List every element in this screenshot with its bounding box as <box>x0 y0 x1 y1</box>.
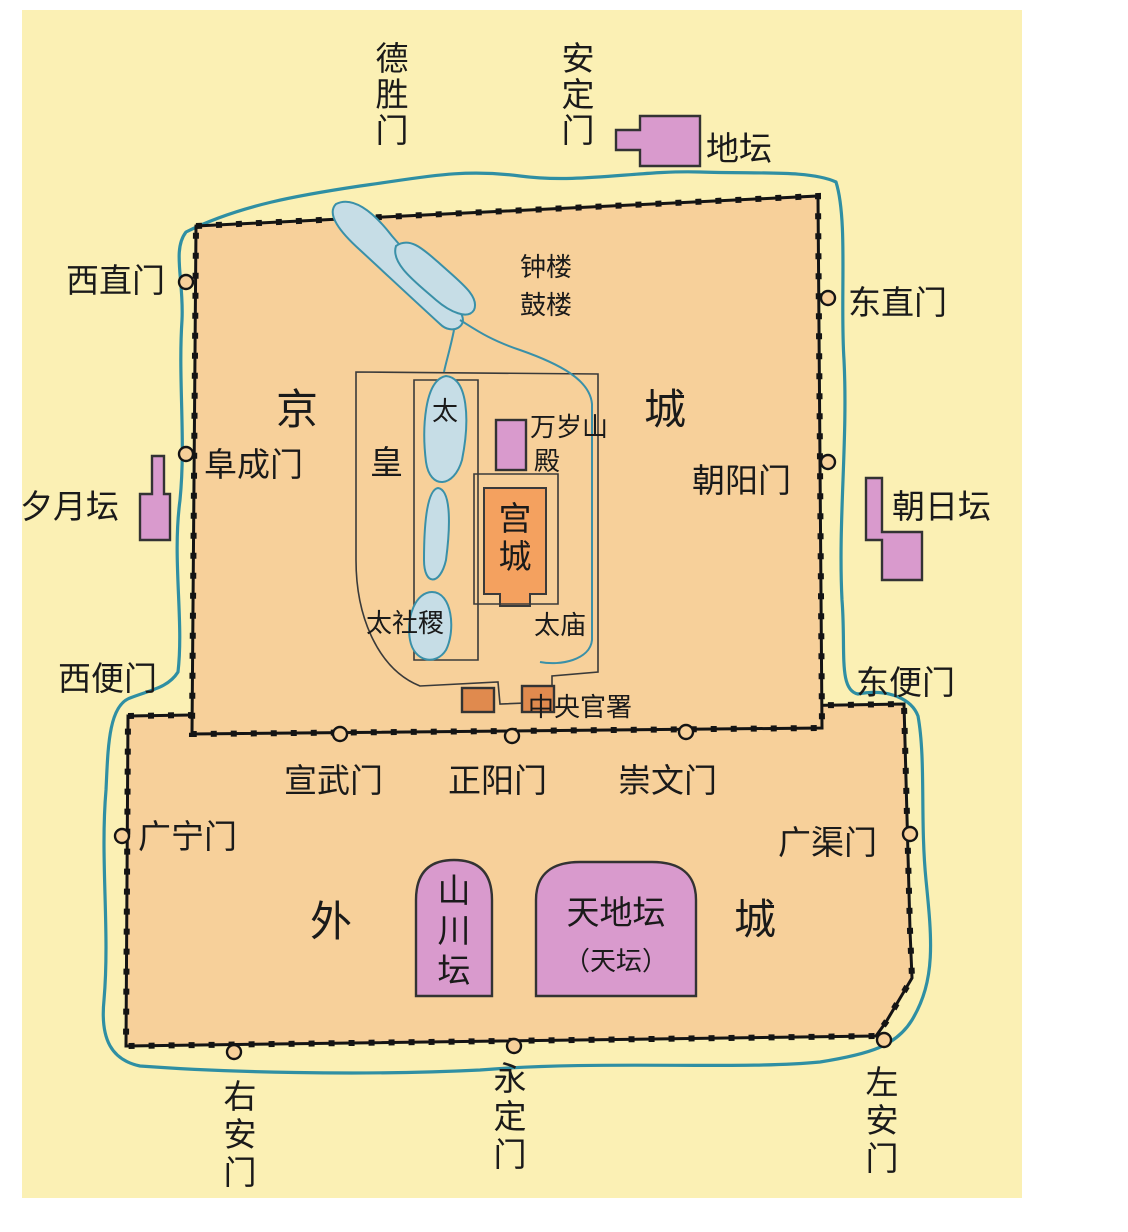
taishetan-label: 太社稷 <box>366 609 444 639</box>
inner-city-label-right: 城 <box>644 385 686 434</box>
taiye-label: 太 <box>432 397 458 427</box>
canal-river <box>459 319 593 665</box>
central-offices-marker <box>460 686 496 714</box>
tianditan-altar <box>534 860 698 998</box>
gate-marker <box>177 273 195 291</box>
ditan-altar <box>614 114 702 168</box>
dongzhimen-label: 东直门 <box>848 283 947 322</box>
youanmen-label: 右安门 <box>224 1077 257 1192</box>
drum-tower-label: 鼓楼 <box>520 291 572 321</box>
xiyuetan-label: 夕月坛 <box>20 487 119 526</box>
houhai-lake <box>394 241 477 316</box>
wansui-hill-label: 万岁山 <box>530 413 608 443</box>
south-sea-lake <box>408 590 453 661</box>
andingmen-label: 安定门 <box>562 39 595 150</box>
gate-marker <box>677 723 695 741</box>
central-offices-label: 中央官署 <box>528 693 632 723</box>
inner-city-label-left: 京 <box>276 385 318 434</box>
palace-city-label: 宫城 <box>499 499 532 576</box>
guangningmen-label: 广宁门 <box>138 817 237 856</box>
inner-channel <box>443 329 455 373</box>
bell-tower-label: 钟楼 <box>520 253 572 283</box>
gate-marker <box>901 825 919 843</box>
gate-marker <box>113 827 131 845</box>
gate-marker <box>331 725 349 743</box>
outer-city-label-right: 城 <box>734 895 776 944</box>
ditan-label: 地坛 <box>706 129 772 168</box>
gate-marker <box>225 1043 243 1061</box>
fuchengmen-label: 阜成门 <box>204 445 303 484</box>
zuoanmen-label: 左安门 <box>866 1063 899 1178</box>
palace-surround <box>473 473 559 605</box>
dongbianmen-label: 东便门 <box>856 663 955 702</box>
taimiao-label: 太庙 <box>534 611 586 641</box>
gate-marker <box>503 727 521 745</box>
imperial-city-label: 皇 <box>370 443 403 482</box>
wansui-hill-marker <box>494 418 528 472</box>
wansui-hall-label: 殿 <box>534 447 560 477</box>
gate-marker <box>819 289 837 307</box>
outer-city-wall <box>124 702 914 1048</box>
palace-city <box>483 487 547 607</box>
chaoritan-altar <box>864 476 924 582</box>
chaoritan-label: 朝日坛 <box>892 487 991 526</box>
xizhimen-label: 西直门 <box>66 261 165 300</box>
guangqumen-label: 广渠门 <box>778 823 877 862</box>
tianditan-label: 天地坛 <box>567 893 666 932</box>
city-moat <box>101 170 933 1075</box>
yongdingmen-label: 永定门 <box>494 1059 527 1174</box>
shichahai-lake <box>331 200 464 331</box>
middle-sea-lake <box>422 486 450 581</box>
shanchuantan-label: 山川坛 <box>438 871 471 990</box>
xiyuetan-altar <box>138 454 172 542</box>
gate-marker <box>875 1031 893 1049</box>
outer-city-battlements <box>122 700 916 1050</box>
chaoyangmen-label: 朝阳门 <box>692 461 791 500</box>
tiantan-label: （天坛） <box>564 947 668 977</box>
shanchuantan-altar <box>414 858 494 998</box>
outer-city-label-left: 外 <box>310 897 352 946</box>
zhengyangmen-label: 正阳门 <box>448 761 547 800</box>
gate-marker <box>177 445 195 463</box>
north-sea-lake <box>423 374 468 483</box>
xibianmen-label: 西便门 <box>58 659 157 698</box>
deshengmen-label: 德胜门 <box>376 39 409 150</box>
central-offices-marker <box>520 684 556 714</box>
gate-marker <box>819 453 837 471</box>
gate-marker <box>505 1037 523 1055</box>
chongwenmen-label: 崇文门 <box>618 761 717 800</box>
xuanwumen-label: 宣武门 <box>284 761 383 800</box>
wall-gate-markers <box>113 273 919 1061</box>
